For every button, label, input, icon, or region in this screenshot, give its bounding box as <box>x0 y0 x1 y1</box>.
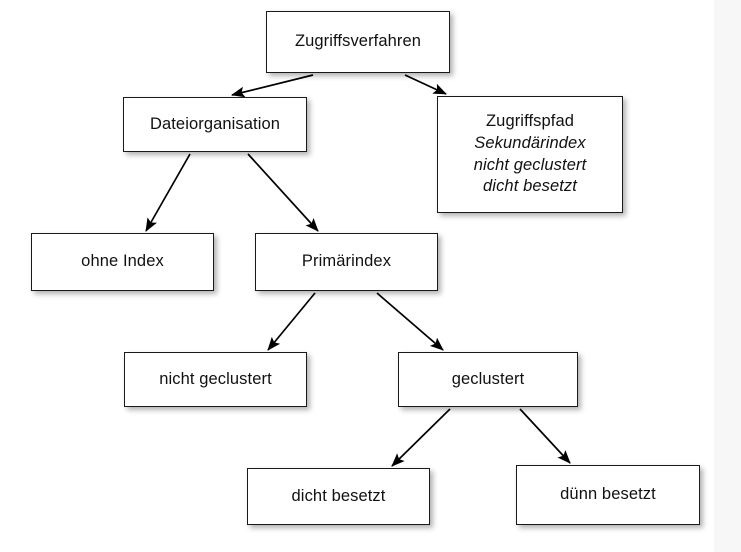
node-ohne-index[interactable]: ohne Index <box>31 233 214 291</box>
node-zugriffsverfahren[interactable]: Zugriffsverfahren <box>266 11 450 73</box>
edge-geclustert-duenn-besetzt <box>519 408 571 464</box>
node-label: Primärindex <box>301 252 392 271</box>
node-label: nicht geclustert <box>159 369 272 388</box>
edge-dateiorganisation-primaerindex <box>247 153 319 232</box>
node-label-line-3: nicht geclustert <box>473 155 587 174</box>
node-label: geclustert <box>451 369 525 388</box>
edge-zugriffsverfahren-zugriffspfad <box>404 74 447 95</box>
edge-primaerindex-nicht-geclustert <box>267 292 316 351</box>
right-panel-strip <box>714 0 741 552</box>
edge-zugriffsverfahren-dateiorganisation <box>231 74 314 98</box>
node-primaerindex[interactable]: Primärindex <box>255 233 438 291</box>
node-label: Dateiorganisation <box>149 114 281 133</box>
node-dicht-besetzt[interactable]: dicht besetzt <box>247 468 430 525</box>
node-geclustert[interactable]: geclustert <box>398 352 578 407</box>
node-label-line-4: dicht besetzt <box>483 177 577 196</box>
node-duenn-besetzt[interactable]: dünn besetzt <box>516 465 700 525</box>
node-label-line-2: Sekundärindex <box>474 133 586 152</box>
node-label: ohne Index <box>81 252 164 271</box>
edge-dateiorganisation-ohne-index <box>145 153 191 232</box>
node-label: Zugriffsverfahren <box>294 32 422 51</box>
node-zugriffspfad[interactable]: Zugriffspfad Sekundärindex nicht geclust… <box>437 96 623 213</box>
node-dateiorganisation[interactable]: Dateiorganisation <box>123 97 307 152</box>
node-nicht-geclustert[interactable]: nicht geclustert <box>124 352 307 407</box>
node-label-line-1: Zugriffspfad <box>485 111 575 130</box>
node-label: dünn besetzt <box>560 485 656 504</box>
edge-geclustert-dicht-besetzt <box>391 408 451 467</box>
node-label: dicht besetzt <box>291 486 386 505</box>
edge-primaerindex-geclustert <box>376 292 444 351</box>
